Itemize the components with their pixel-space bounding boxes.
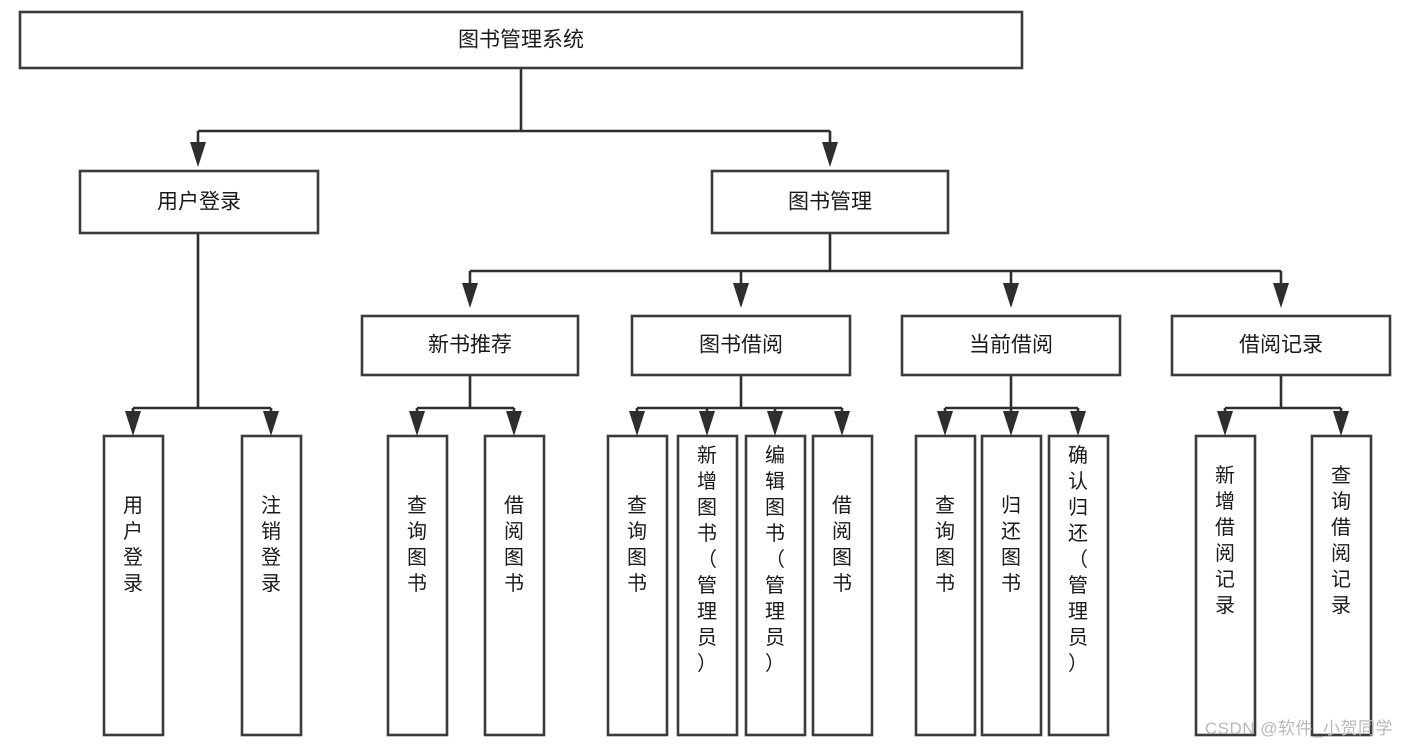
node-user-login-box[interactable] [78,169,320,235]
node-user-login[interactable]: 用户登录 [78,169,320,235]
arrow-icon [409,411,425,436]
arrow-icon [263,411,279,436]
node-current-borrow-box[interactable] [900,314,1122,377]
node-leaf-add-book-box[interactable] [676,434,739,737]
node-root[interactable]: 图书管理系统 [18,10,1024,70]
arrow-icon [190,142,206,167]
node-leaf-add-book-label: 新增图书（管理员） [697,444,717,675]
node-root-box[interactable] [18,10,1024,70]
node-leaf-query-book-1-box[interactable] [386,434,449,737]
node-leaf-logout-login[interactable]: 注销登录 [240,434,303,737]
arrow-icon [699,411,715,436]
node-leaf-add-record-box[interactable] [1194,434,1257,737]
arrow-icon [1217,411,1233,436]
arrow-icon [1003,411,1019,436]
node-leaf-edit-book[interactable]: 编辑图书（管理员） [744,434,807,737]
node-book-borrow-label: 图书借阅 [699,334,783,357]
node-root-label: 图书管理系统 [458,29,584,52]
node-leaf-query-book-3[interactable]: 查询图书 [914,434,977,737]
arrow-icon [462,283,478,308]
node-leaf-logout-login-label: 注销登录 [261,494,281,595]
node-book-borrow[interactable]: 图书借阅 [630,314,852,377]
connector-root-to-level2 [190,68,838,167]
node-book-manage[interactable]: 图书管理 [710,169,950,235]
node-leaf-return-book-box[interactable] [980,434,1043,737]
connector-borrowrecord-to-leaves [1217,375,1349,436]
node-book-manage-label: 图书管理 [788,191,872,214]
arrow-icon [1273,283,1289,308]
node-leaf-user-login-label: 用户登录 [123,495,143,595]
node-leaf-borrow-book-1-label: 借阅图书 [504,494,524,595]
node-borrow-record-label: 借阅记录 [1239,334,1323,357]
node-new-book-recommend[interactable]: 新书推荐 [360,314,580,377]
node-leaf-edit-book-box[interactable] [744,434,807,737]
arrow-icon [767,411,783,436]
node-new-book-recommend-box[interactable] [360,314,580,377]
arrow-icon [629,411,645,436]
node-leaf-borrow-book-1[interactable]: 借阅图书 [483,434,546,737]
node-leaf-query-book-2[interactable]: 查询图书 [606,434,669,737]
connector-bookmanage-to-level3 [462,233,1289,308]
node-leaf-query-book-2-box[interactable] [606,434,669,737]
connector-currentborrow-to-leaves [937,375,1086,436]
node-leaf-user-login-box[interactable] [102,434,165,737]
node-leaf-confirm-return-box[interactable] [1047,434,1110,737]
connector-userlogin-to-leaves [125,233,279,436]
node-leaf-add-record[interactable]: 新增借阅记录 [1194,434,1257,737]
node-leaf-borrow-book-2[interactable]: 借阅图书 [811,434,874,737]
node-leaf-query-record-label: 查询借阅记录 [1331,464,1351,617]
node-book-manage-box[interactable] [710,169,950,235]
node-leaf-edit-book-label: 编辑图书（管理员） [765,444,785,675]
arrow-icon [834,411,850,436]
node-leaf-query-book-3-label: 查询图书 [935,494,955,595]
node-leaf-query-record[interactable]: 查询借阅记录 [1310,434,1373,737]
arrow-icon [125,411,141,436]
arrow-icon [733,283,749,308]
node-book-borrow-box[interactable] [630,314,852,377]
node-leaf-return-book-label: 归还图书 [1001,494,1021,595]
node-user-login-label: 用户登录 [157,191,241,214]
connector-bookborrow-to-leaves [629,375,850,436]
node-leaf-query-book-3-box[interactable] [914,434,977,737]
node-leaf-borrow-book-1-box[interactable] [483,434,546,737]
arrow-icon [1070,411,1086,436]
connector-newbook-to-leaves [409,375,522,436]
arrow-icon [822,142,838,167]
node-leaf-add-record-label: 新增借阅记录 [1215,464,1235,617]
node-leaf-logout-login-box[interactable] [240,434,303,737]
node-leaf-confirm-return-label: 确认归还（管理员） [1068,444,1088,675]
arrow-icon [1003,283,1019,308]
node-borrow-record[interactable]: 借阅记录 [1170,314,1392,377]
node-leaf-add-book[interactable]: 新增图书（管理员） [676,434,739,737]
node-current-borrow[interactable]: 当前借阅 [900,314,1122,377]
node-leaf-query-book-2-label: 查询图书 [627,494,647,595]
node-leaf-return-book[interactable]: 归还图书 [980,434,1043,737]
node-new-book-recommend-label: 新书推荐 [428,334,512,357]
node-leaf-query-book-1[interactable]: 查询图书 [386,434,449,737]
node-leaf-borrow-book-2-box[interactable] [811,434,874,737]
node-current-borrow-label: 当前借阅 [969,334,1053,357]
node-leaf-query-book-1-label: 查询图书 [407,494,427,595]
node-leaf-borrow-book-2-label: 借阅图书 [832,494,852,595]
watermark-text: CSDN @软件_小贺同学 [1204,719,1393,738]
node-borrow-record-box[interactable] [1170,314,1392,377]
arrow-icon [506,411,522,436]
node-leaf-user-login[interactable]: 用户登录 [102,434,165,737]
node-leaf-confirm-return[interactable]: 确认归还（管理员） [1047,434,1110,737]
node-leaf-query-record-box[interactable] [1310,434,1373,737]
arrow-icon [937,411,953,436]
arrow-icon [1333,411,1349,436]
